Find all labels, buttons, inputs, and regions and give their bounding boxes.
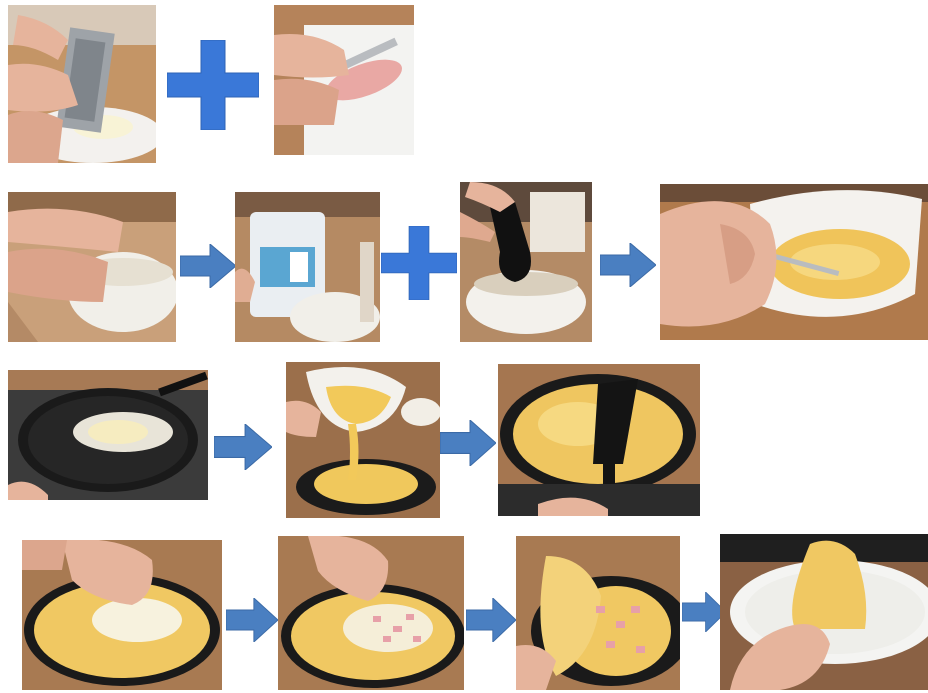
photo-sprinkling-cheese — [22, 540, 222, 690]
arrow-icon — [440, 420, 496, 466]
photo-pouring-eggs — [286, 362, 440, 518]
arrow-icon — [214, 424, 272, 470]
photo-adding-cream — [235, 192, 380, 342]
photo-folding-omelette — [516, 536, 680, 690]
photo-adding-ham — [278, 536, 464, 690]
photo-seasoning-pepper — [460, 182, 592, 342]
plus-icon — [381, 226, 457, 300]
photo-whisking-eggs — [660, 184, 928, 340]
photo-grating-cheese — [8, 5, 156, 163]
arrow-icon — [226, 598, 278, 642]
arrow-icon — [466, 598, 516, 642]
arrow-icon — [600, 243, 656, 287]
plus-icon — [167, 40, 259, 130]
photo-melting-butter — [8, 370, 208, 500]
photo-slicing-ham — [274, 5, 414, 155]
arrow-icon — [180, 244, 236, 288]
photo-plated-omelette — [720, 534, 928, 690]
photo-cracking-eggs — [8, 192, 176, 342]
photo-spatula-cooking — [498, 364, 700, 516]
